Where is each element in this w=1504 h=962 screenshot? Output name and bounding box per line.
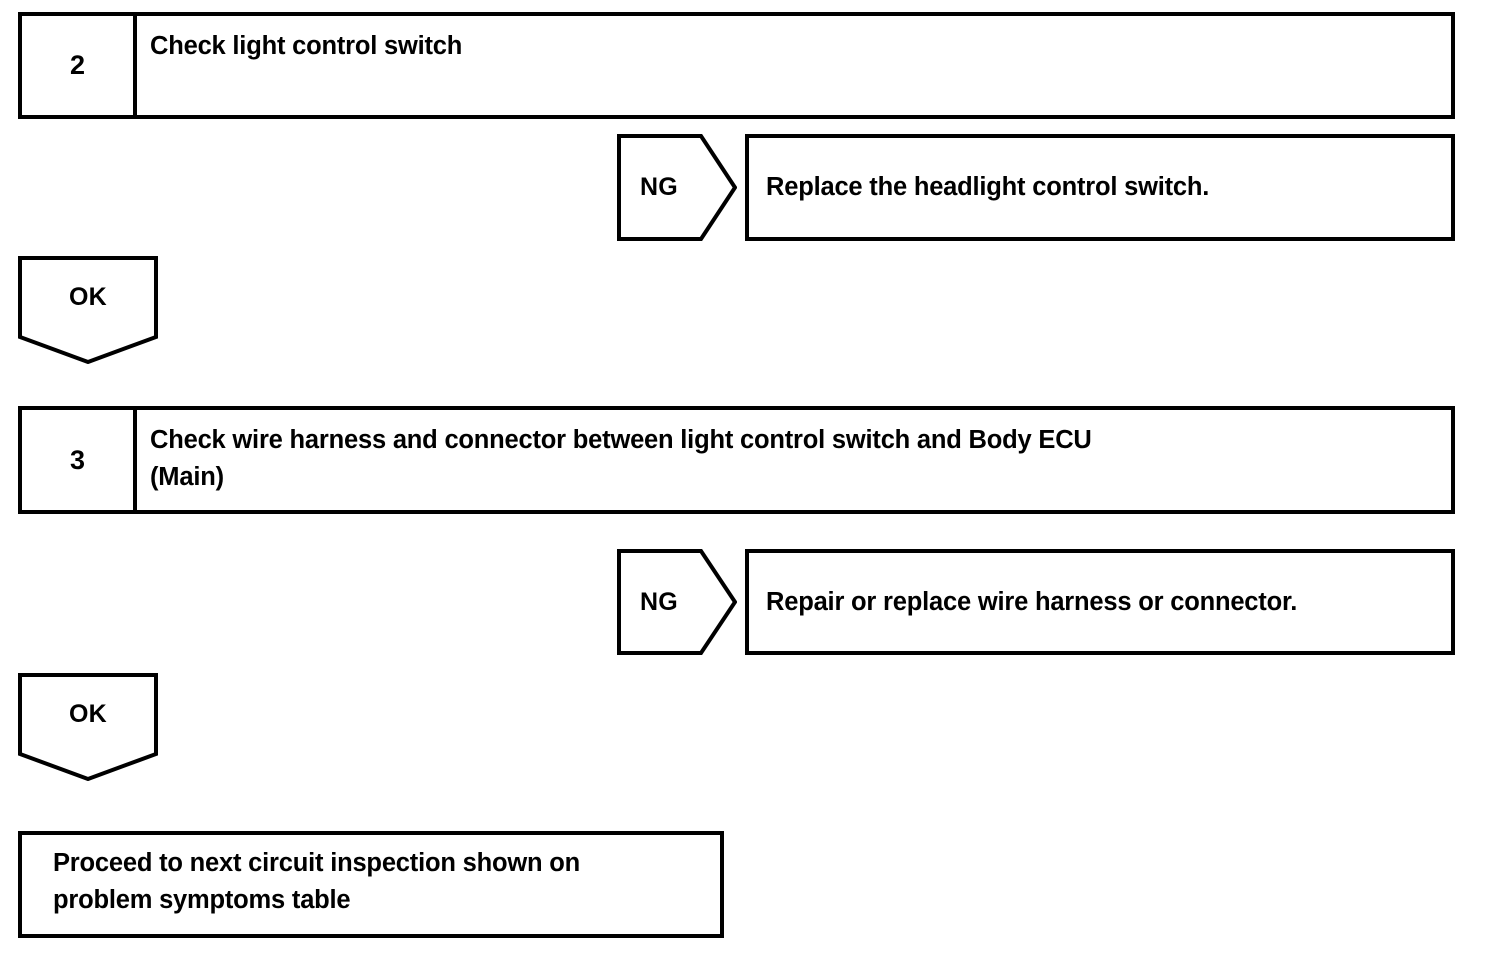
ng-label-3: NG <box>639 587 679 616</box>
ng-action-text-3: Repair or replace wire harness or connec… <box>766 587 1298 616</box>
ng-action-text-2: Replace the headlight control switch. <box>766 173 1210 201</box>
ok-label-3: OK <box>68 699 108 728</box>
step-box-3[interactable]: 3 Check wire harness and connector betwe… <box>18 406 1455 514</box>
final-outcome-text: Proceed to next circuit inspection shown… <box>53 849 580 914</box>
ok-arrow-shape-3 <box>18 673 158 781</box>
ok-label-2: OK <box>68 282 108 311</box>
ng-label-2: NG <box>639 173 679 201</box>
ng-action-box-2[interactable]: Replace the headlight control switch. <box>745 134 1455 241</box>
step-title-3: Check wire harness and connector between… <box>150 426 1092 491</box>
step-title-2: Check light control switch <box>150 32 463 60</box>
ok-arrow-2: OK <box>18 256 158 364</box>
final-outcome-box[interactable]: Proceed to next circuit inspection shown… <box>18 831 724 938</box>
ng-arrow-3: NG <box>617 549 737 655</box>
ok-arrow-shape-2 <box>18 256 158 364</box>
ng-action-box-3[interactable]: Repair or replace wire harness or connec… <box>745 549 1455 655</box>
ng-arrow-2: NG <box>617 134 737 241</box>
ok-arrow-3: OK <box>18 673 158 781</box>
step-box-2[interactable]: 2 Check light control switch <box>18 12 1455 119</box>
step-number-2: 2 <box>22 16 137 115</box>
step-number-3: 3 <box>22 410 137 510</box>
ng-arrow-shape-2 <box>617 134 737 241</box>
ng-arrow-shape-3 <box>617 549 737 655</box>
